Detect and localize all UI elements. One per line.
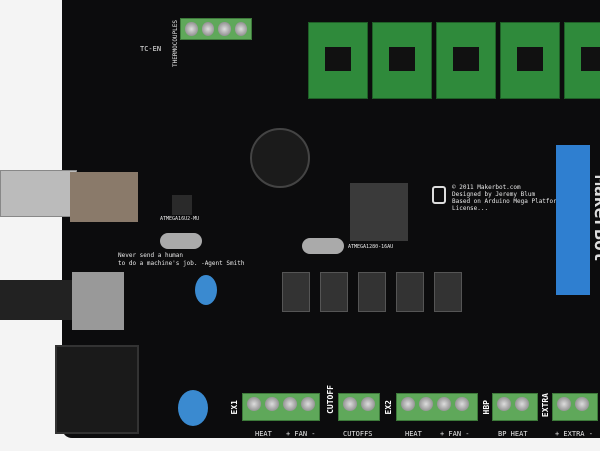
usb-cable	[0, 170, 77, 217]
ex2-heat-label: HEAT	[405, 430, 422, 438]
endstop-header	[434, 272, 462, 312]
hbp-label: HBP	[482, 400, 491, 415]
endstop-header	[358, 272, 386, 312]
ex1-label: EX1	[230, 400, 239, 415]
ex1-heat-label: HEAT	[255, 430, 272, 438]
cutoffs-label: CUTOFFS	[343, 430, 373, 438]
ex2-label: EX2	[384, 400, 393, 415]
thermocouple-terminal	[180, 18, 252, 40]
crystal	[160, 233, 202, 249]
power-jack	[72, 272, 124, 330]
usb-connector	[70, 172, 138, 222]
crystal	[302, 238, 344, 254]
oshw-gear-icon	[432, 186, 446, 204]
stepper-driver	[308, 22, 368, 99]
endstop-header	[396, 272, 424, 312]
ex2-fan-label: + FAN -	[440, 430, 470, 438]
endstop-header	[320, 272, 348, 312]
mcu-label: ATMEGA1280-16AU	[348, 244, 394, 250]
bp-heat-label: BP HEAT	[498, 430, 528, 438]
hbp-terminal	[492, 393, 538, 421]
stepper-driver	[372, 22, 432, 99]
idc-connector	[556, 145, 590, 295]
extra-label: EXTRA	[541, 393, 550, 418]
usb-chip	[172, 195, 192, 215]
brand-logo: MakerBot	[590, 175, 600, 262]
ex2-terminal	[396, 393, 478, 421]
usb-chip-label: ATMEGA16U2-MU	[160, 216, 200, 222]
tc-label: TC-EN	[140, 45, 162, 53]
capacitor	[195, 275, 217, 305]
cutoff-label: CUTOFF	[326, 385, 335, 414]
endstop-headers	[282, 272, 472, 312]
stepper-driver	[500, 22, 560, 99]
ex1-terminal	[242, 393, 320, 421]
capacitor	[178, 390, 208, 426]
extra-terminal	[552, 393, 598, 421]
thermocouples-label: THERMOCOUPLES	[172, 20, 179, 67]
buzzer	[250, 128, 310, 188]
ex1-fan-label: + FAN -	[286, 430, 316, 438]
stepper-driver	[564, 22, 600, 99]
cutoff-terminal	[338, 393, 380, 421]
power-cable	[0, 280, 75, 320]
power-switch[interactable]	[55, 345, 139, 434]
stepper-driver	[436, 22, 496, 99]
endstop-header	[282, 272, 310, 312]
extra-sub-label: + EXTRA -	[555, 430, 593, 438]
microcontroller-chip	[350, 183, 408, 241]
